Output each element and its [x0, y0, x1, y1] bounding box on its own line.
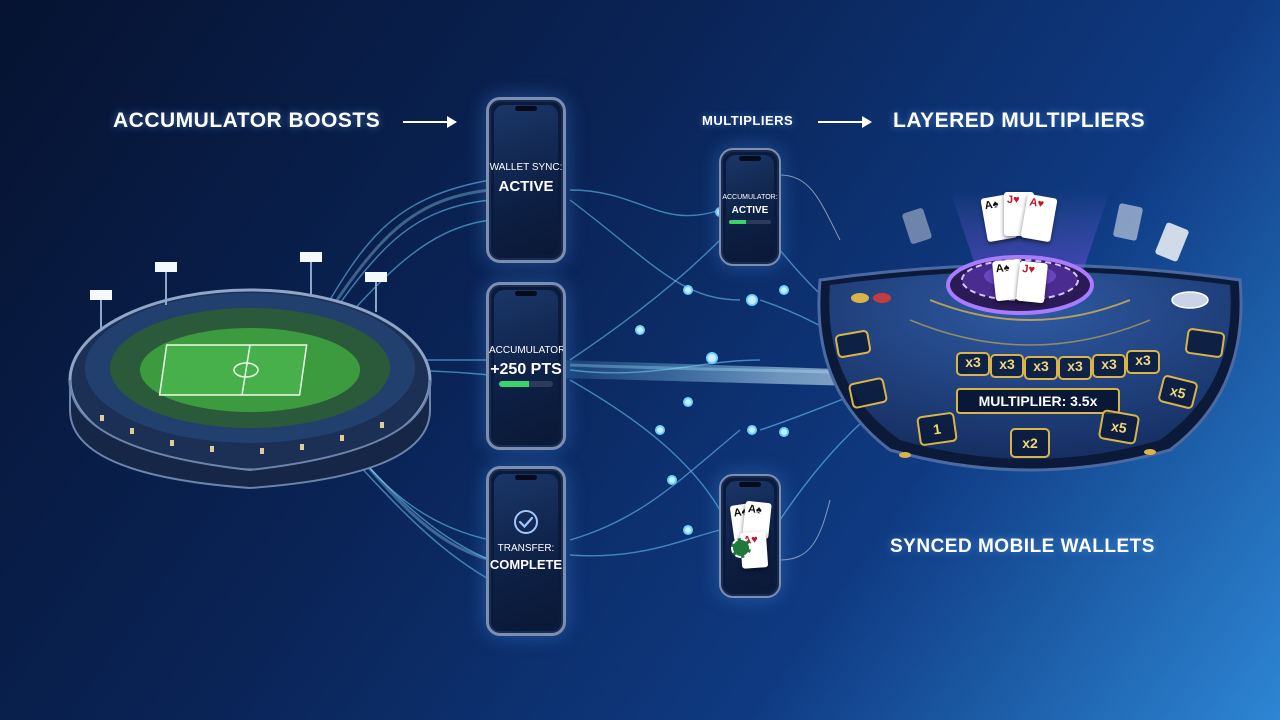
multiplier-chip[interactable]: x3	[1092, 354, 1126, 378]
multiplier-phone-top[interactable]: ACCUMULATOR: ACTIVE	[719, 148, 781, 266]
small-accumulator-label: ACCUMULATOR:	[722, 194, 778, 201]
multiplier-value-banner: MULTIPLIER: 3.5x	[956, 388, 1120, 414]
check-circle-icon	[514, 510, 538, 534]
phone-notch	[739, 156, 761, 161]
phone-notch	[739, 482, 761, 487]
multiplier-phone-bottom[interactable]: A♠ A♠ A♥	[719, 474, 781, 598]
arrow-right-icon	[403, 116, 457, 128]
arrow-right-icon	[818, 116, 872, 128]
wallet-sync-phone[interactable]: WALLET SYNC: ACTIVE	[486, 97, 566, 263]
multiplier-value-text: MULTIPLIER: 3.5x	[978, 393, 1098, 409]
poker-chip-icon	[731, 538, 751, 558]
accumulator-label: ACCUMULATOR:	[489, 345, 566, 356]
transfer-phone[interactable]: TRANSFER: COMPLETE	[486, 466, 566, 636]
bet-chip-x5[interactable]: x5	[1097, 408, 1141, 446]
wallet-sync-status: ACTIVE	[498, 178, 554, 195]
layered-multipliers-heading: LAYERED MULTIPLIERS	[893, 109, 1146, 132]
accumulator-points: +250 PTS	[490, 361, 562, 378]
multiplier-chip[interactable]: x3	[1058, 356, 1092, 380]
small-progress-fill	[729, 220, 746, 224]
multiplier-chip[interactable]: x3	[956, 352, 990, 376]
bet-chip-x2[interactable]: x2	[1010, 428, 1050, 458]
accumulator-boosts-heading: ACCUMULATOR BOOSTS	[113, 109, 381, 132]
multiplier-chip[interactable]: x3	[1126, 350, 1160, 374]
phone-notch	[515, 291, 537, 296]
bet-chip-1[interactable]: 1	[916, 411, 958, 447]
card-jack-hearts: J♥	[1015, 260, 1049, 304]
accumulator-progress-fill	[499, 381, 529, 387]
phone-notch	[515, 106, 537, 111]
stadium-illustration	[68, 252, 432, 490]
small-accumulator-status: ACTIVE	[731, 205, 769, 216]
multiplier-chip[interactable]: x3	[990, 354, 1024, 378]
accumulator-progress-bar	[499, 381, 553, 387]
accumulator-phone[interactable]: ACCUMULATOR: +250 PTS	[486, 282, 566, 450]
multiplier-chip[interactable]: x3	[1024, 356, 1058, 380]
multipliers-heading: MULTIPLIERS	[702, 113, 794, 128]
transfer-status: COMPLETE	[489, 557, 563, 572]
side-chip-blank[interactable]	[1184, 327, 1226, 359]
phone-notch	[515, 475, 537, 480]
synced-mobile-wallets-heading: SYNCED MOBILE WALLETS	[890, 536, 1155, 557]
wallet-sync-label: WALLET SYNC:	[489, 162, 563, 173]
transfer-label: TRANSFER:	[497, 543, 555, 554]
small-progress-bar	[729, 220, 771, 224]
